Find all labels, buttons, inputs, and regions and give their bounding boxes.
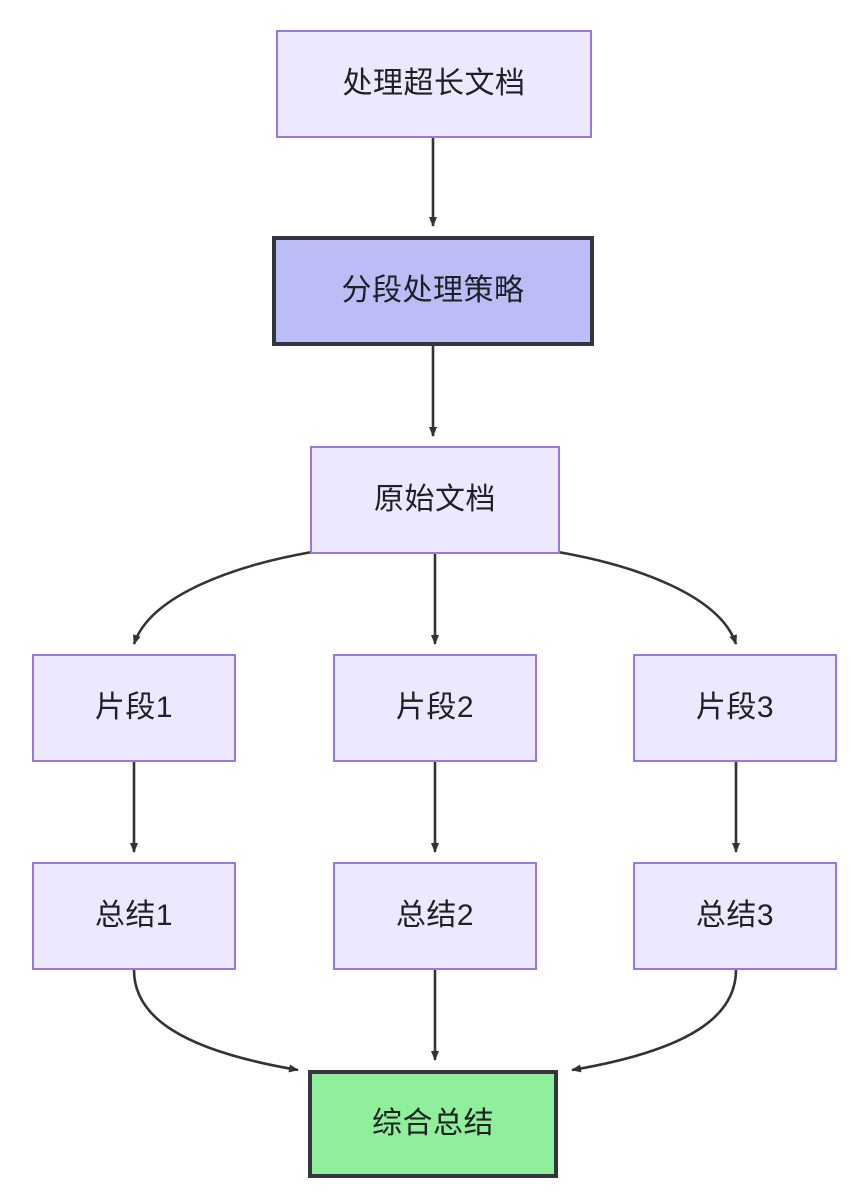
- node-label: 分段处理策略: [341, 274, 525, 307]
- node-process-long-document[interactable]: 处理超长文档: [276, 30, 592, 138]
- node-label: 片段1: [94, 691, 174, 724]
- node-label: 原始文档: [374, 483, 496, 516]
- node-label: 总结3: [695, 899, 775, 932]
- node-label: 总结1: [94, 899, 174, 932]
- node-chunk-1[interactable]: 片段1: [32, 654, 236, 762]
- node-combined-summary[interactable]: 综合总结: [308, 1070, 558, 1178]
- node-summary-3[interactable]: 总结3: [633, 862, 837, 970]
- node-summary-2[interactable]: 总结2: [333, 862, 537, 970]
- edge-source-to-chunk1: [132, 550, 313, 645]
- node-label: 综合总结: [372, 1107, 494, 1140]
- node-label: 片段2: [395, 691, 475, 724]
- node-chunk-3[interactable]: 片段3: [633, 654, 837, 762]
- edge-source-to-chunk3: [557, 550, 738, 645]
- node-label: 片段3: [695, 691, 775, 724]
- node-chunk-2[interactable]: 片段2: [333, 654, 537, 762]
- node-summary-1[interactable]: 总结1: [32, 862, 236, 970]
- edge-summary1-to-final: [132, 969, 299, 1073]
- edge-summary3-to-final: [571, 969, 738, 1073]
- node-source-document[interactable]: 原始文档: [310, 446, 560, 554]
- node-label: 总结2: [395, 899, 475, 932]
- node-chunking-strategy[interactable]: 分段处理策略: [272, 236, 594, 346]
- node-label: 处理超长文档: [342, 67, 526, 100]
